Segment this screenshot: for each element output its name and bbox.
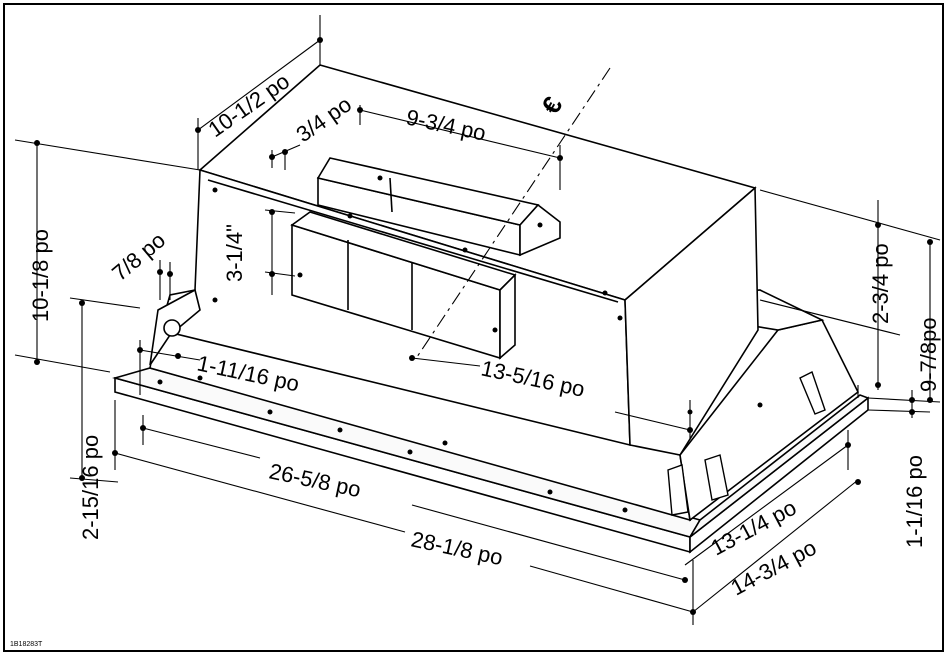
opening-side: [499, 273, 516, 360]
label-total-height: 9-7/8po: [916, 317, 941, 392]
liner-brackets: [667, 371, 826, 516]
label-liner-height: 2-3/4 po: [868, 243, 893, 324]
centerline-symbol: €: [535, 91, 568, 119]
hood-right-face: [624, 186, 759, 456]
front-opening: [290, 211, 517, 360]
duct-side-face: [519, 203, 561, 257]
bracket-hole: [163, 319, 181, 337]
label-side-flange: 7/8 po: [107, 227, 170, 285]
label-opening-height: 3-1/4": [222, 224, 247, 282]
label-inner-width: 26-5/8 po: [267, 458, 363, 502]
duct-collar: [316, 157, 561, 257]
label-flange-height: 1-1/16 po: [902, 455, 927, 548]
duct-seam: [389, 177, 393, 213]
dimension-lines: [14, 15, 941, 625]
liner-bracket-2: [799, 371, 826, 415]
diagram-frame: [3, 3, 944, 652]
label-outer-width: 28-1/8 po: [409, 526, 505, 570]
dimension-ticks: [34, 37, 933, 615]
screw-dots: [157, 175, 763, 513]
label-overall-height: 10-1/8 po: [28, 229, 53, 322]
front-fold-line: [207, 179, 619, 303]
left-bracket: [149, 288, 201, 366]
liner-bracket-3: [667, 464, 689, 516]
label-front-height: 2-15/16 po: [78, 435, 103, 540]
liner-bracket-1: [704, 454, 729, 501]
reference-code: 1B18283T: [10, 641, 43, 648]
